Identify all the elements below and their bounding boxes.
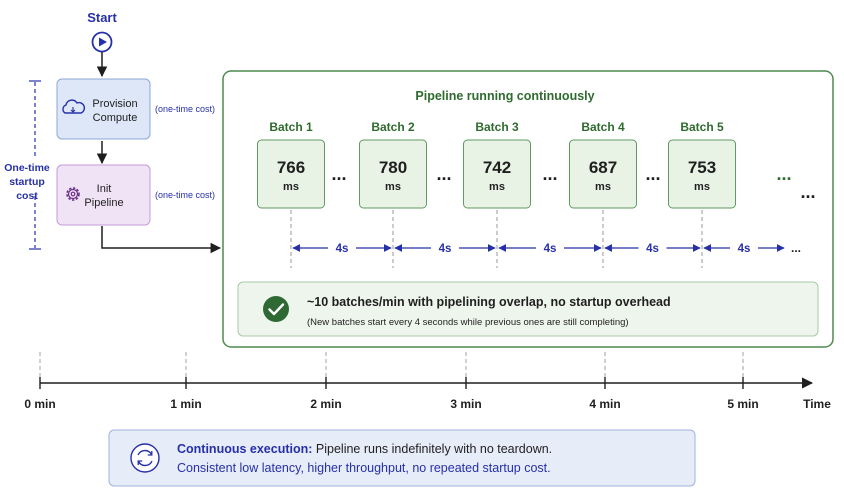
provision-line1: Provision: [92, 98, 137, 110]
pipeline-title: Pipeline running continuously: [415, 89, 594, 103]
init-line1: Init: [97, 183, 112, 195]
interval-label: 4s: [439, 243, 452, 255]
batch-1: Batch 1 766 ms: [257, 120, 325, 268]
init-pipeline-box: Init Pipeline: [56, 164, 151, 226]
interval-label: 4s: [544, 243, 557, 255]
interval-label: 4s: [336, 243, 349, 255]
summary-sub: (New batches start every 4 seconds while…: [307, 317, 629, 328]
gear-icon: [66, 187, 80, 201]
batch-box: [569, 139, 637, 209]
tick-label: 5 min: [727, 397, 758, 411]
batch-4: Batch 4 687 ms: [569, 120, 637, 268]
batch-unit: ms: [694, 181, 710, 193]
tick-label: 0 min: [24, 397, 55, 411]
batch-label: Batch 3: [475, 120, 519, 134]
init-line2: Pipeline: [84, 197, 123, 209]
footer-rest: Pipeline runs indefinitely with no teard…: [312, 442, 552, 456]
batch-label: Batch 5: [680, 120, 724, 134]
init-cost-note: (one-time cost): [155, 190, 215, 200]
batch-unit: ms: [283, 181, 299, 193]
interval-arrow: 4s: [292, 243, 392, 255]
summary-box: ~10 batches/min with pipelining overlap,…: [237, 281, 819, 337]
batch-box: [463, 139, 531, 209]
init-to-pipeline-arrow: [101, 226, 222, 254]
batch-box: [359, 139, 427, 209]
footer-line2: Consistent low latency, higher throughpu…: [177, 461, 551, 475]
batch-unit: ms: [595, 181, 611, 193]
interval-ellipsis: ...: [791, 241, 801, 255]
provision-line2: Compute: [93, 112, 138, 124]
provision-cost-note: (one-time cost): [155, 104, 215, 114]
batch-unit: ms: [489, 181, 505, 193]
startup-cost-bracket: [29, 80, 41, 250]
tick-label: 4 min: [589, 397, 620, 411]
batch-box: [668, 139, 736, 209]
interval-label: 4s: [646, 243, 659, 255]
startup-cost-line3: cost: [16, 190, 38, 202]
interval-label: 4s: [738, 243, 751, 255]
provision-compute-box: Provision Compute: [56, 78, 151, 140]
timeline: 0 min 1 min 2 min 3 min 4 min 5 min: [24, 352, 814, 411]
batch-ellipsis: ...: [645, 164, 660, 184]
batch-ellipsis: ...: [436, 164, 451, 184]
batch-value: 753: [688, 158, 716, 177]
trailing-ellipsis: ...: [800, 182, 815, 202]
cloud-icon: [62, 99, 86, 114]
footer-bold: Continuous execution:: [177, 442, 312, 456]
batch-value: 687: [589, 158, 617, 177]
tick-label: 1 min: [170, 397, 201, 411]
batch-5: Batch 5 753 ms: [668, 120, 736, 268]
batch-label: Batch 2: [371, 120, 415, 134]
batch-value: 742: [483, 158, 511, 177]
play-icon: [91, 31, 113, 53]
batch-ellipsis: ...: [331, 164, 346, 184]
time-axis-label: Time: [803, 397, 831, 411]
batch-value: 766: [277, 158, 305, 177]
batch-2: Batch 2 780 ms: [359, 120, 427, 268]
batch-label: Batch 4: [581, 120, 625, 134]
refresh-icon: [130, 443, 160, 473]
startup-cost-line2: startup: [9, 176, 45, 188]
interval-arrow: 4s: [498, 243, 602, 255]
interval-arrow: 4s: [703, 243, 785, 255]
tick-label: 3 min: [450, 397, 481, 411]
footer-line1: Continuous execution: Pipeline runs inde…: [177, 442, 552, 456]
check-circle-icon: [263, 296, 289, 322]
summary-main: ~10 batches/min with pipelining overlap,…: [307, 295, 671, 309]
batch-ellipsis: ...: [542, 164, 557, 184]
interval-arrow: 4s: [394, 243, 496, 255]
batch-3: Batch 3 742 ms: [463, 120, 531, 268]
footer-box: Continuous execution: Pipeline runs inde…: [108, 429, 696, 487]
batch-box: [257, 139, 325, 209]
interval-arrow: 4s: [604, 243, 701, 255]
green-ellipsis: ...: [776, 164, 791, 184]
startup-cost-line1: One-time: [4, 162, 50, 174]
batch-unit: ms: [385, 181, 401, 193]
batch-label: Batch 1: [269, 120, 313, 134]
tick-label: 2 min: [310, 397, 341, 411]
batch-value: 780: [379, 158, 407, 177]
start-label: Start: [87, 10, 117, 25]
